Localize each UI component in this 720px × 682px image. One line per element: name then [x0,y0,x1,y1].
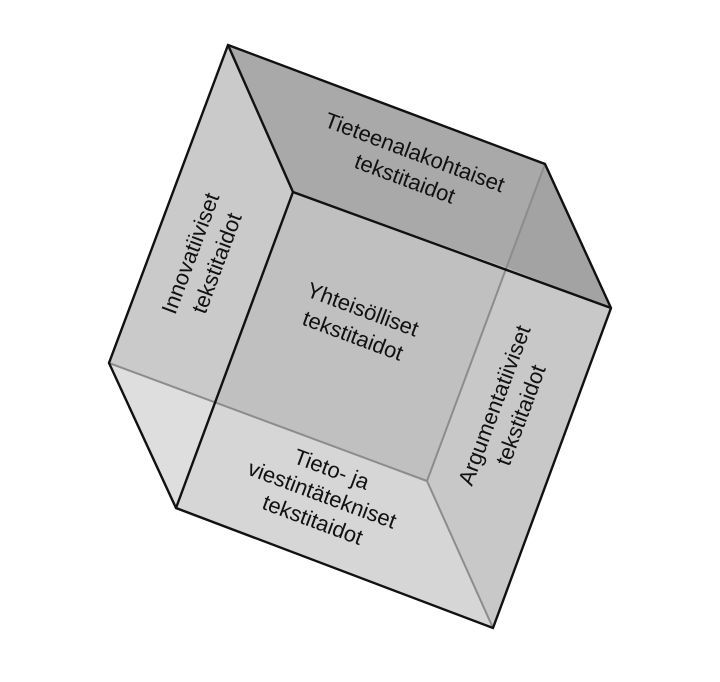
face-left [109,45,293,402]
face-right [427,268,611,628]
visible-edges [107,43,613,630]
hidden-edges [108,163,546,629]
face-top [228,45,545,268]
hidden-edge [426,163,546,482]
face-center [215,192,507,481]
face-top-right-triangle [507,164,611,308]
cube-outline [107,43,613,630]
face-bottom [176,402,493,628]
hidden-edge [426,480,494,629]
hidden-edge [108,362,428,482]
front-corner-edge [174,191,295,509]
